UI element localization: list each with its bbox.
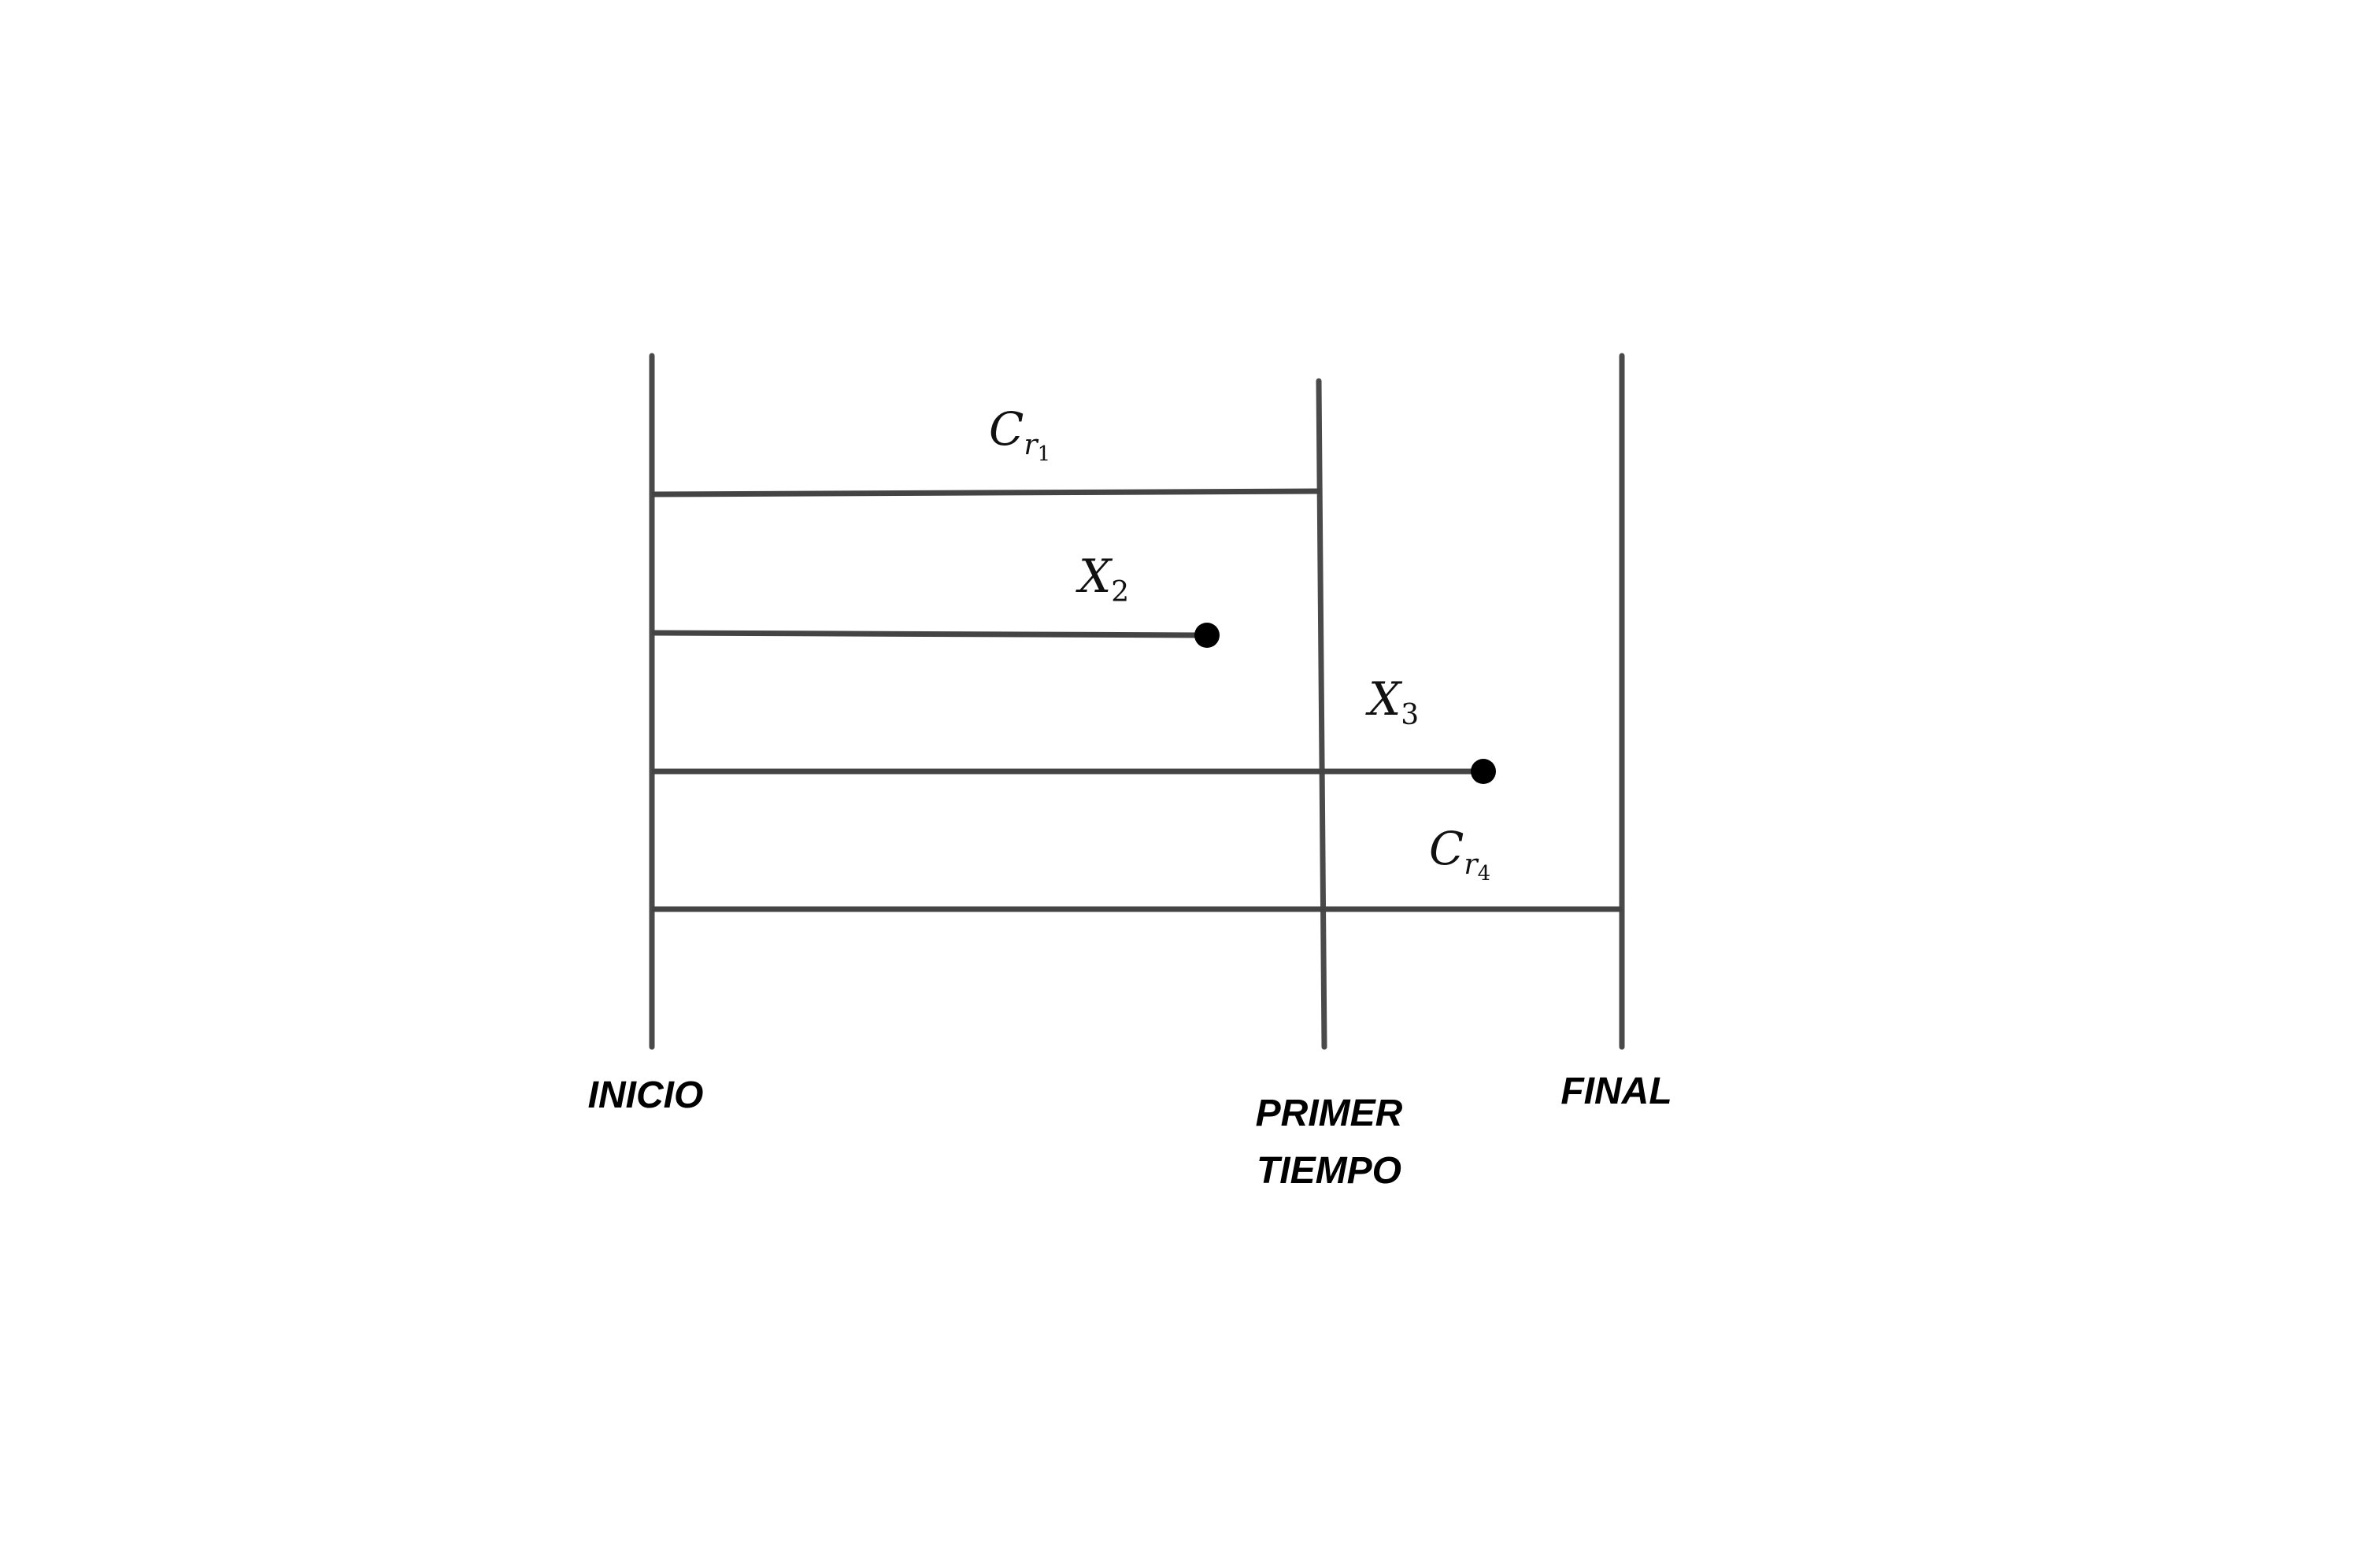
start-label: INICIO — [588, 1074, 704, 1116]
track-x3-label: X3 — [1365, 672, 1419, 731]
track-c-r1-line — [651, 488, 1321, 497]
end-label: FINAL — [1560, 1071, 1672, 1112]
first-time-label-line2: TIEMPO — [1257, 1150, 1401, 1192]
track-c-r1-label: Cr1 — [989, 402, 1050, 466]
track-x2-endpoint-dot — [1194, 623, 1220, 648]
track-c-r4-label: Cr4 — [1429, 822, 1490, 886]
track-x3-endpoint-dot — [1471, 759, 1496, 784]
track-x2-label: X2 — [1075, 549, 1129, 608]
first-time-line — [1316, 378, 1327, 1050]
first-time-label-line1: PRIMER — [1256, 1093, 1403, 1134]
track-x2-line — [651, 630, 1208, 638]
